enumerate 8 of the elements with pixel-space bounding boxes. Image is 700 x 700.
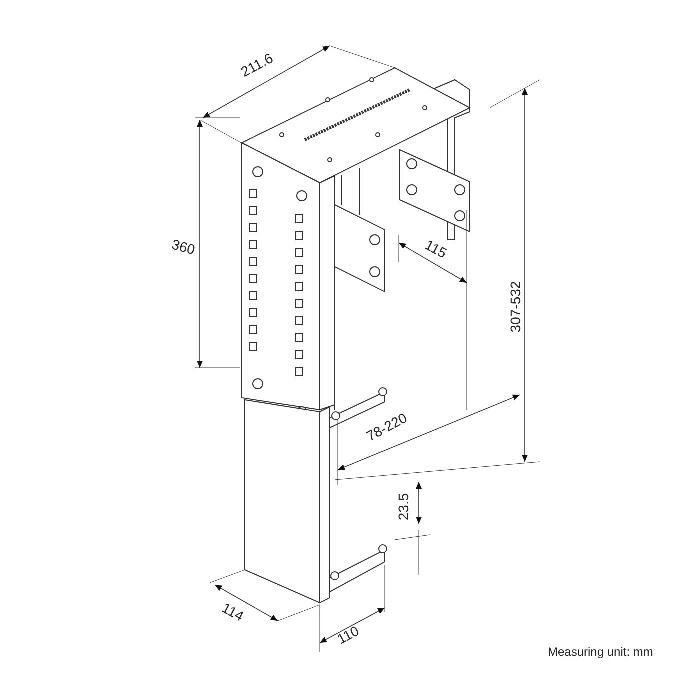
dimension-label: 23.5 [396,493,411,521]
dimension-label: 114 [220,600,246,624]
dimension-label: 211.6 [238,50,276,80]
dimension-label: 307-532 [508,281,523,333]
dimension-label: 360 [170,237,197,257]
unit-note: Measuring unit: mm [548,646,654,658]
dimension-label: 115 [423,238,450,260]
dimension-label: 110 [335,624,362,646]
